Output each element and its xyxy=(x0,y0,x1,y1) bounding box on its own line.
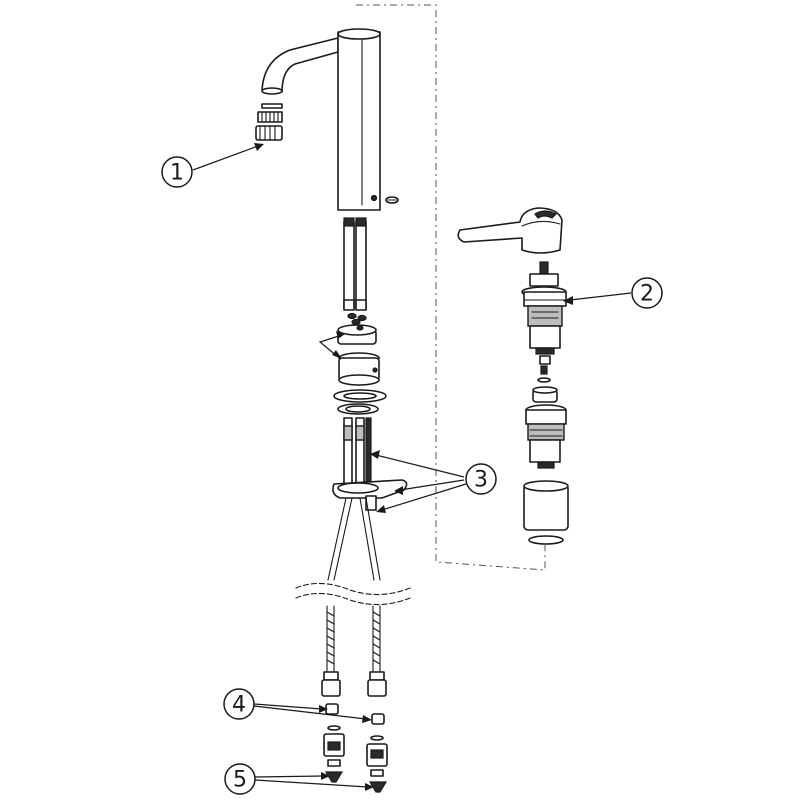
callout-4: 4 xyxy=(223,688,255,720)
cartridge-nut xyxy=(532,386,558,403)
flexible-hoses xyxy=(295,497,411,673)
mounting-screws xyxy=(347,312,367,326)
sleeve xyxy=(523,480,569,531)
clamp-bracket xyxy=(332,479,408,511)
leader-lines xyxy=(192,143,632,791)
o-ring xyxy=(528,535,564,545)
callout-3: 3 xyxy=(465,463,497,495)
callout-5: 5 xyxy=(224,763,256,795)
lower-ring xyxy=(338,352,380,386)
callout-1: 1 xyxy=(161,156,193,188)
strainer-filters xyxy=(324,771,388,793)
cartridge xyxy=(521,261,567,365)
callout-label: 1 xyxy=(170,161,184,186)
mounting-studs xyxy=(343,417,372,497)
valve-body xyxy=(525,404,567,469)
adapters xyxy=(323,725,388,777)
callout-label: 5 xyxy=(233,768,247,793)
cartridge-pin xyxy=(537,365,551,383)
assembly-guide-line xyxy=(356,4,546,571)
set-screw xyxy=(385,196,399,204)
spout-body xyxy=(261,28,381,211)
hose-nuts xyxy=(321,671,387,697)
compression-sleeves xyxy=(325,703,385,725)
callout-label: 3 xyxy=(474,468,488,493)
lever-handle xyxy=(457,207,563,254)
callout-label: 4 xyxy=(232,693,246,718)
aerator xyxy=(255,103,283,141)
riser-pipes xyxy=(343,217,367,311)
callout-2: 2 xyxy=(631,277,663,309)
base-gasket xyxy=(333,389,387,415)
callout-label: 2 xyxy=(640,282,654,307)
